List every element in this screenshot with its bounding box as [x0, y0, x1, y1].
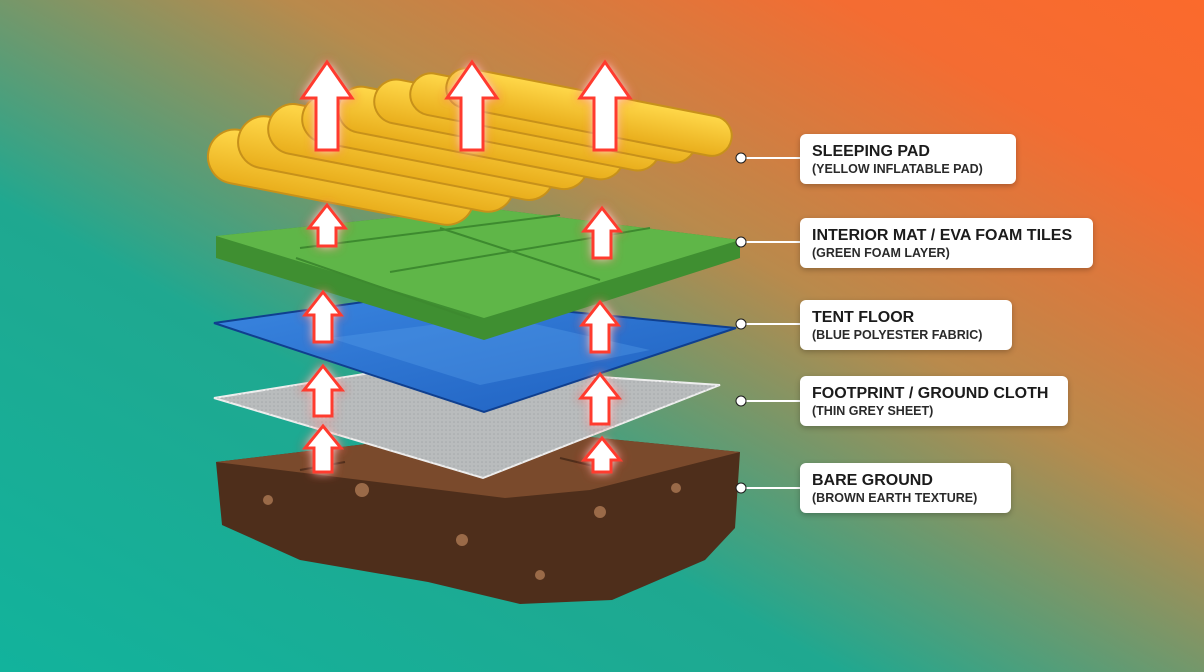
label-title: INTERIOR MAT / EVA FOAM TILES — [812, 226, 1073, 244]
label-title: BARE GROUND — [812, 471, 933, 489]
label-title: FOOTPRINT / GROUND CLOTH — [812, 384, 1049, 402]
label-subtitle: (BLUE POLYESTER FABRIC) — [812, 327, 983, 342]
heat-rising-arrow — [578, 299, 622, 354]
label-sleeping-pad: SLEEPING PAD (YELLOW INFLATABLE PAD) — [800, 134, 1016, 184]
heat-rising-arrow — [577, 371, 623, 426]
label-subtitle: (THIN GREY SHEET) — [812, 403, 934, 418]
heat-rising-arrow — [580, 435, 624, 474]
heat-rising-arrow — [577, 59, 633, 152]
label-title: TENT FLOOR — [812, 308, 915, 326]
heat-rising-arrow — [300, 363, 346, 418]
label-subtitle: (GREEN FOAM LAYER) — [812, 245, 950, 260]
connector-lines — [735, 152, 800, 494]
heat-rising-arrow — [444, 59, 500, 152]
label-title: SLEEPING PAD — [812, 142, 930, 160]
heat-rising-arrow — [580, 205, 624, 260]
label-subtitle: (BROWN EARTH TEXTURE) — [812, 490, 978, 505]
heat-rising-arrow — [299, 59, 355, 152]
label-bare-ground: BARE GROUND (BROWN EARTH TEXTURE) — [800, 463, 1011, 513]
label-footprint: FOOTPRINT / GROUND CLOTH (THIN GREY SHEE… — [800, 376, 1068, 426]
label-subtitle: (YELLOW INFLATABLE PAD) — [812, 161, 983, 176]
label-foam-tiles: INTERIOR MAT / EVA FOAM TILES (GREEN FOA… — [800, 218, 1093, 268]
heat-rising-arrow — [301, 289, 345, 344]
heat-rising-arrow — [305, 202, 349, 248]
heat-rising-arrow — [301, 423, 345, 474]
label-tent-floor: TENT FLOOR (BLUE POLYESTER FABRIC) — [800, 300, 1012, 350]
